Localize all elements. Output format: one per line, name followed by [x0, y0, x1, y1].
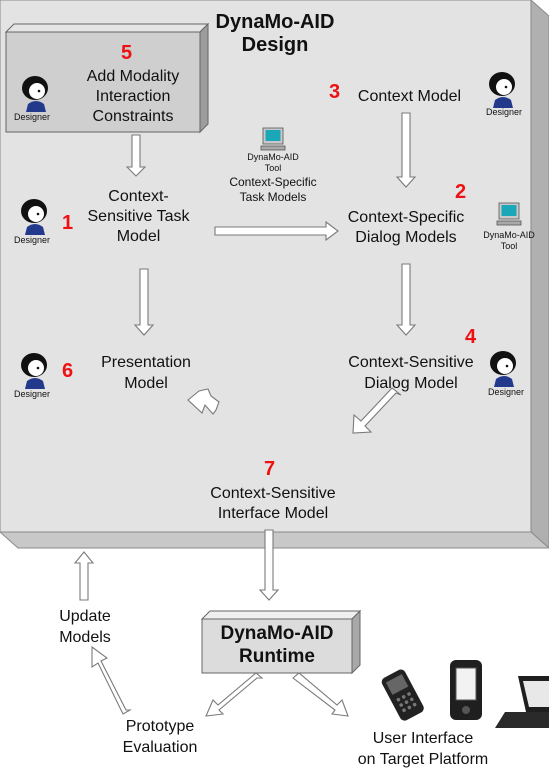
user-interface-line1: User Interface	[372, 730, 474, 747]
step5-line2: Interaction	[95, 88, 171, 105]
designer-label: Designer	[13, 112, 51, 122]
user-interface-line2: on Target Platform	[357, 751, 489, 768]
arrow-2-to-4	[395, 263, 417, 336]
tool-right-line2: Tool	[500, 241, 518, 251]
step4-number: 4	[465, 326, 477, 348]
arrow-1-to-2	[214, 220, 339, 242]
arrow-5-to-1	[125, 134, 147, 177]
arrow-6-to-7	[187, 388, 220, 415]
designer-label: Designer	[13, 235, 51, 245]
user-interface-label: User Interface on Target Platform	[343, 728, 503, 770]
arrow-eval-to-update	[91, 645, 133, 715]
step6-line1: Presentation	[101, 354, 191, 371]
arrow-runtime-to-ui	[292, 672, 349, 717]
prototype-evaluation-label: Prototype Evaluation	[110, 716, 210, 758]
arrow-7-to-runtime	[258, 529, 280, 601]
arrow-4-to-7	[352, 387, 402, 434]
design-title-line1: DynaMo-AID	[215, 11, 335, 33]
arrow-3-to-2	[395, 112, 417, 188]
pda-icon	[450, 660, 482, 720]
update-models-line1: Update	[59, 608, 111, 625]
step5-number: 5	[121, 42, 133, 64]
prototype-eval-line2: Evaluation	[122, 739, 198, 756]
step4-label: Context-Sensitive Dialog Model	[336, 352, 486, 394]
step4-line2: Dialog Model	[364, 375, 458, 392]
step5-line1: Add Modality	[86, 68, 180, 85]
computer-icon	[496, 202, 522, 226]
designer-label: Designer	[487, 387, 525, 397]
step5-line3: Constraints	[92, 108, 174, 125]
runtime-title-line2: Runtime	[239, 646, 315, 667]
tool-label-center: DynaMo-AID Tool	[238, 152, 308, 174]
step1-line1: Context-	[108, 188, 169, 205]
arrow-runtime-to-eval	[205, 672, 264, 717]
arrow-label-line1: Context-Specific	[229, 175, 317, 189]
step1-number: 1	[62, 212, 74, 234]
step1-line2: Sensitive Task	[87, 208, 190, 225]
runtime-box	[200, 609, 362, 675]
step4-line1: Context-Sensitive	[348, 354, 474, 371]
step7-number: 7	[264, 458, 276, 480]
step3-label: Context Model	[357, 88, 462, 105]
step2-line2: Dialog Models	[355, 229, 457, 246]
step6-line2: Model	[124, 375, 168, 392]
arrow-up-from-update	[73, 551, 95, 601]
step7-line2: Interface Model	[217, 505, 329, 522]
mobile-phone-icon	[381, 669, 424, 721]
arrow-label-line2: Task Models	[239, 190, 307, 204]
design-title-line2: Design	[241, 34, 309, 56]
step7-label: Context-Sensitive Interface Model	[188, 484, 358, 524]
step6-number: 6	[62, 360, 74, 382]
designer-label: Designer	[13, 389, 51, 399]
step3-number: 3	[329, 81, 341, 103]
update-models-line2: Models	[59, 629, 111, 646]
step5-box	[4, 22, 210, 134]
designer-label: Designer	[485, 107, 523, 117]
tool-right-line1: DynaMo-AID	[483, 230, 535, 240]
step5-label: Add Modality Interaction Constraints	[62, 67, 204, 127]
computer-icon	[260, 127, 286, 151]
context-specific-task-models-label: Context-Specific Task Models	[218, 175, 328, 205]
arrow-1-to-6	[133, 268, 155, 336]
step6-label: Presentation Model	[80, 352, 212, 394]
laptop-icon	[495, 676, 549, 728]
tool-center-line1: DynaMo-AID	[247, 152, 299, 162]
runtime-title: DynaMo-AID Runtime	[202, 622, 352, 668]
step1-line3: Model	[116, 228, 161, 245]
step2-label: Context-Specific Dialog Models	[336, 208, 476, 248]
tool-label-right: DynaMo-AID Tool	[476, 230, 542, 252]
step2-number: 2	[455, 181, 467, 203]
tool-center-line2: Tool	[264, 163, 282, 173]
prototype-eval-line1: Prototype	[125, 718, 195, 735]
step2-line1: Context-Specific	[347, 209, 465, 226]
runtime-title-line1: DynaMo-AID	[220, 623, 334, 644]
step7-line1: Context-Sensitive	[210, 485, 336, 502]
step1-label: Context- Sensitive Task Model	[76, 187, 201, 247]
update-models-label: Update Models	[40, 606, 130, 648]
design-title: DynaMo-AID Design	[190, 11, 360, 57]
